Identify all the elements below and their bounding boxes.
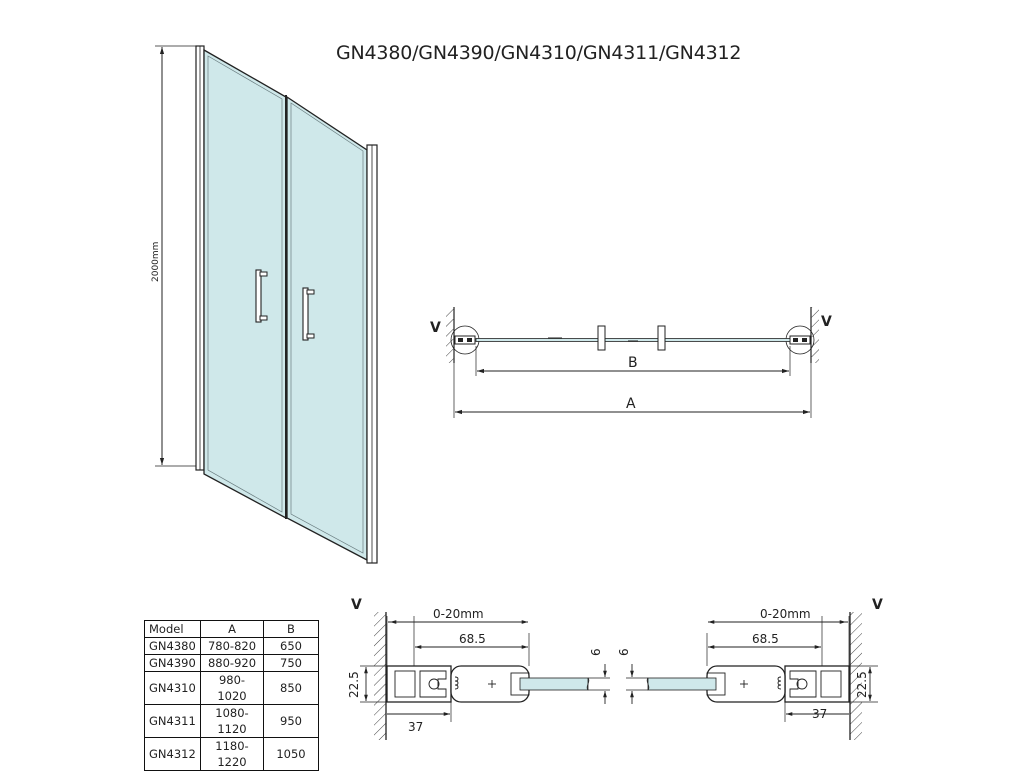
table-cell-model: GN4311 bbox=[144, 704, 201, 738]
detail-right-depth-label: 68.5 bbox=[752, 632, 779, 646]
table-cell-model: GN4312 bbox=[144, 737, 201, 771]
right-wall-hatch bbox=[811, 307, 819, 363]
table-header-a: A bbox=[200, 620, 264, 638]
dim-b-label: B bbox=[628, 355, 638, 371]
door-elevation: 2000mm bbox=[151, 45, 378, 564]
detail-left-glass-label: 6 bbox=[589, 648, 603, 656]
table-row: GN4390 880-920 750 bbox=[144, 654, 319, 672]
left-detail-wall-hatch bbox=[374, 612, 386, 740]
detail-left-wall-label: V bbox=[351, 597, 362, 613]
height-label: 2000mm bbox=[151, 242, 161, 282]
detail-left-depth-label: 68.5 bbox=[459, 632, 486, 646]
table-row: GN4312 1180-1220 1050 bbox=[144, 737, 319, 771]
drawing-title: GN4380/GN4390/GN4310/GN4311/GN4312 bbox=[336, 42, 742, 64]
table-cell-b: 650 bbox=[263, 637, 319, 655]
dimension-table: Model A B GN4380 780-820 650 GN4390 880-… bbox=[144, 620, 319, 771]
right-profile-detail: V 0-20mm 68.5 22.5 6 37 bbox=[617, 597, 883, 740]
table-header-row: Model A B bbox=[144, 620, 319, 638]
table-cell-model: GN4310 bbox=[144, 671, 201, 705]
plan-view: V V B A bbox=[430, 307, 832, 418]
right-detail-glass bbox=[647, 677, 717, 691]
left-wall-profile-section bbox=[386, 665, 452, 703]
left-profile-detail: V 0-20mm 68.5 22.5 6 37 bbox=[347, 597, 610, 740]
right-door-panel bbox=[286, 95, 368, 562]
table-cell-model: GN4390 bbox=[144, 654, 201, 672]
table-header-model: Model bbox=[144, 620, 201, 638]
detail-right-glass-label: 6 bbox=[617, 648, 631, 656]
table-cell-b: 850 bbox=[263, 671, 319, 705]
table-cell-a: 1180-1220 bbox=[200, 737, 264, 771]
table-cell-model: GN4380 bbox=[144, 637, 201, 655]
table-row: GN4380 780-820 650 bbox=[144, 637, 319, 655]
detail-right-gap-label: 0-20mm bbox=[760, 607, 811, 621]
table-cell-b: 950 bbox=[263, 704, 319, 738]
table-cell-a: 780-820 bbox=[200, 637, 264, 655]
left-door-handle bbox=[255, 269, 268, 323]
table-cell-a: 1080-1120 bbox=[200, 704, 264, 738]
detail-right-wall-label: V bbox=[872, 597, 883, 613]
right-wall-profile-section bbox=[784, 665, 850, 703]
table-row: GN4310 980-1020 850 bbox=[144, 671, 319, 705]
table-cell-a: 880-920 bbox=[200, 654, 264, 672]
table-row: GN4311 1080-1120 950 bbox=[144, 704, 319, 738]
detail-right-profile-label: 22.5 bbox=[855, 671, 869, 698]
plan-wall-label-right: V bbox=[821, 314, 832, 330]
detail-left-gap-label: 0-20mm bbox=[433, 607, 484, 621]
plan-handle-left bbox=[597, 325, 606, 351]
table-cell-b: 1050 bbox=[263, 737, 319, 771]
right-detail-wall-hatch bbox=[850, 612, 862, 740]
plan-handle-right bbox=[657, 325, 666, 351]
detail-left-width-label: 37 bbox=[408, 720, 423, 734]
height-dimension: 2000mm bbox=[151, 45, 196, 467]
right-door-handle bbox=[302, 287, 315, 341]
left-detail-glass bbox=[519, 677, 589, 691]
table-cell-b: 750 bbox=[263, 654, 319, 672]
table-cell-a: 980-1020 bbox=[200, 671, 264, 705]
plan-wall-label-left: V bbox=[430, 320, 441, 336]
left-wall-hatch bbox=[446, 307, 454, 363]
detail-left-profile-label: 22.5 bbox=[347, 671, 361, 698]
dim-a-label: A bbox=[626, 396, 636, 412]
left-door-panel bbox=[203, 48, 287, 520]
table-header-b: B bbox=[263, 620, 319, 638]
detail-right-width-label: 37 bbox=[812, 707, 827, 721]
